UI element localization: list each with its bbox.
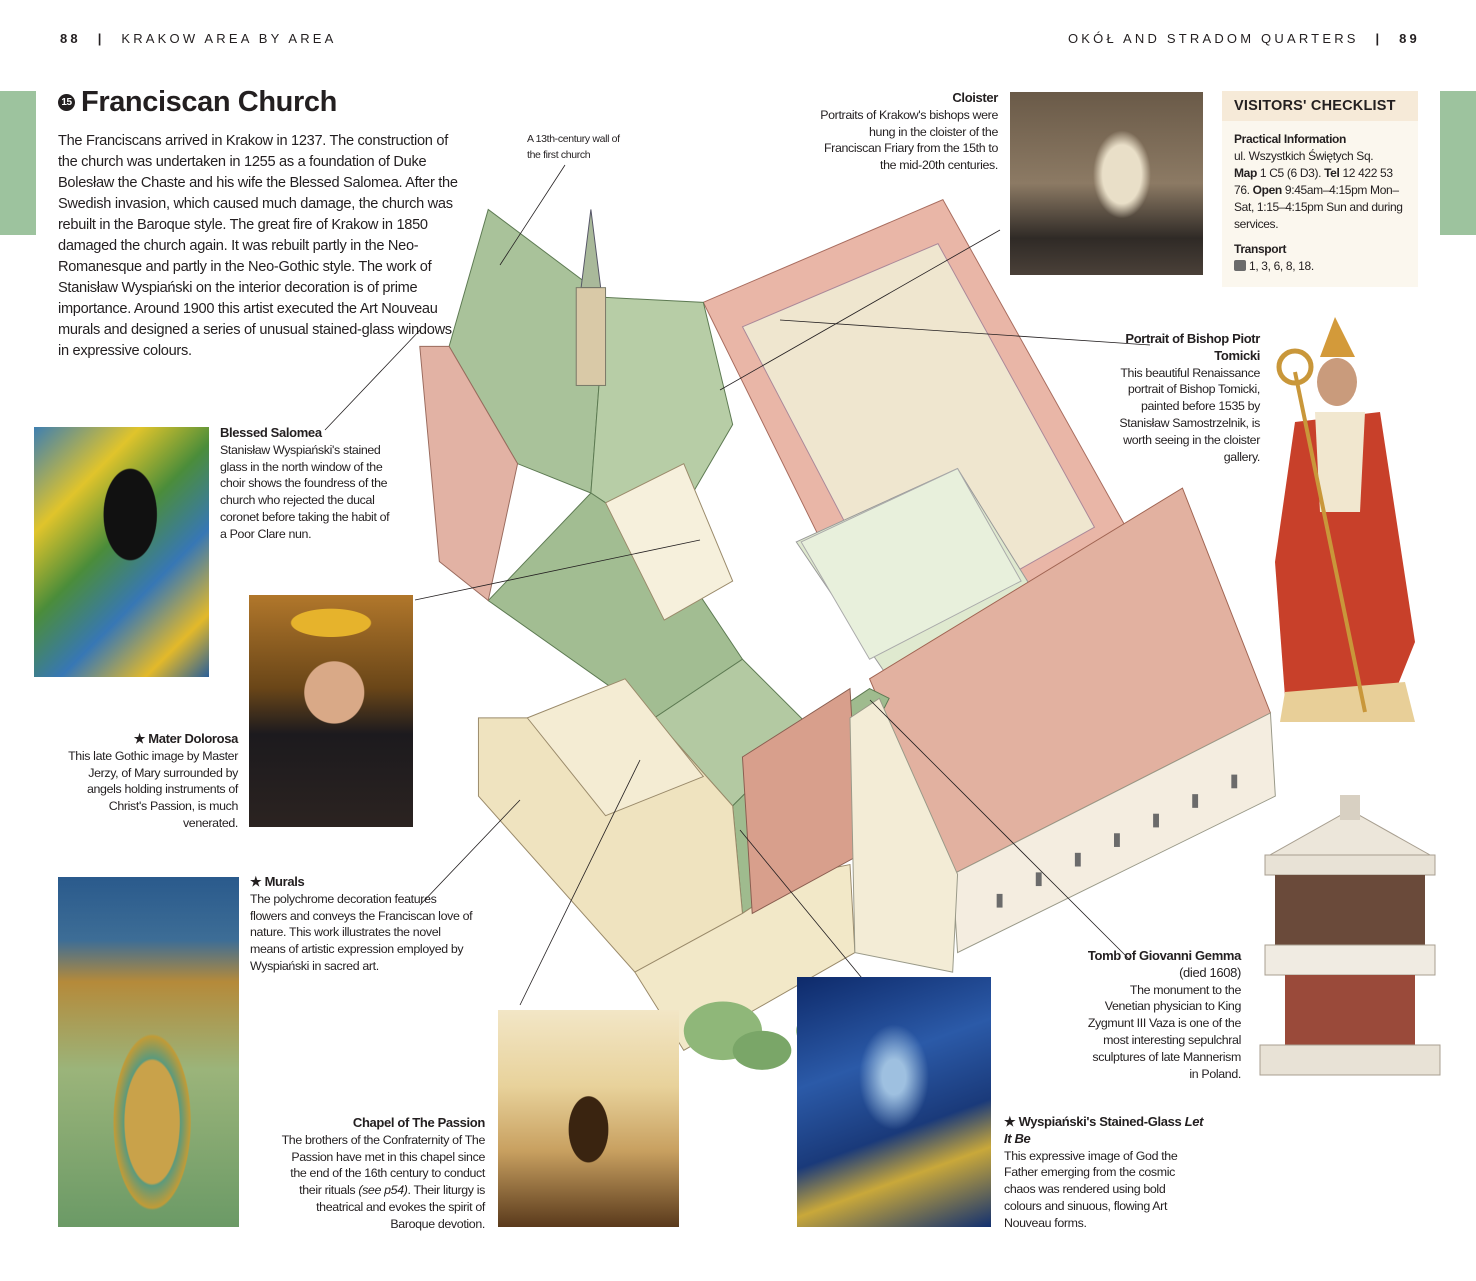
thumb-tab-left	[0, 91, 36, 235]
divider: |	[1375, 31, 1383, 46]
tel-label: Tel	[1324, 166, 1340, 180]
callout-title: ★ Mater Dolorosa	[133, 731, 239, 746]
running-head-right: OKÓŁ AND STRADOM QUARTERS | 89	[1068, 31, 1420, 46]
callout-title: Cloister	[952, 90, 998, 105]
callout-text: Stanisław Wyspiański's stained glass in …	[220, 442, 390, 541]
address: ul. Wszystkich Świętych Sq.	[1234, 149, 1374, 163]
title-text: Franciscan Church	[81, 86, 337, 118]
callout-text: The monument to the Venetian physician t…	[1087, 982, 1242, 1081]
callout-title: ★ Murals	[250, 874, 305, 889]
open-label: Open	[1252, 183, 1283, 197]
thumb-tab-right	[1440, 91, 1476, 235]
page-number-right: 89	[1399, 31, 1420, 46]
callout-title: Chapel of The Passion	[352, 1115, 485, 1130]
section-title-right: OKÓŁ AND STRADOM QUARTERS	[1067, 31, 1359, 46]
opening-hours: 9:45am–4:15pm Mon–Sat, 1:15–4:15pm Sun a…	[1234, 183, 1403, 231]
section-title-left: KRAKOW AREA BY AREA	[121, 31, 337, 46]
page-number-left: 88	[60, 31, 81, 46]
photo-mater-dolorosa	[249, 595, 413, 827]
callout-tomb-gemma: Tomb of Giovanni Gemma (died 1608) The m…	[1085, 948, 1242, 1082]
callout-cloister: Cloister Portraits of Krakow's bishops w…	[810, 90, 998, 174]
visitors-checklist: VISITORS' CHECKLIST Practical Informatio…	[1222, 91, 1418, 287]
practical-info-label: Practical Information	[1234, 132, 1347, 146]
callout-text: Portraits of Krakow's bishops were hung …	[820, 107, 998, 173]
photo-tomb-of-giovanni-gemma	[1259, 795, 1441, 1076]
callout-text: The polychrome decoration features flowe…	[250, 891, 473, 973]
map-value: 1 C5 (6 D3).	[1256, 166, 1325, 180]
callout-stained-glass: ★ Wyspiański's Stained-Glass Let It Be T…	[1004, 1114, 1204, 1232]
callout-text: . Their liturgy is theatrical and evokes…	[316, 1183, 485, 1231]
page-title: 15 Franciscan Church	[58, 86, 337, 119]
tram-lines: 1, 3, 6, 8, 18.	[1249, 259, 1314, 273]
map-label: Map	[1234, 166, 1257, 180]
artwork-title: Let It Be	[1004, 1114, 1204, 1146]
callout-blessed-salomea: Blessed Salomea Stanisław Wyspiański's s…	[220, 425, 390, 543]
callout-title: Blessed Salomea	[220, 425, 322, 440]
photo-murals	[58, 877, 239, 1227]
callout-bishop-tomicki: Portrait of Bishop Piotr Tomicki This be…	[1095, 331, 1260, 465]
checklist-heading: VISITORS' CHECKLIST	[1222, 91, 1418, 121]
callout-mater-dolorosa: ★ Mater Dolorosa This late Gothic image …	[58, 731, 238, 832]
callout-murals: ★ Murals The polychrome decoration featu…	[250, 874, 475, 975]
photo-chapel-of-the-passion	[498, 1010, 679, 1227]
photo-blessed-salomea	[34, 427, 209, 677]
callout-title: Portrait of Bishop Piotr Tomicki	[1125, 331, 1260, 363]
callout-chapel-of-the-passion: Chapel of The Passion The brothers of th…	[275, 1115, 486, 1233]
intro-text: The Franciscans arrived in Krakow in 123…	[58, 133, 458, 359]
callout-title: ★ Wyspiański's Stained-Glass	[1004, 1114, 1185, 1129]
photo-cloister	[1010, 92, 1203, 275]
callout-text: This beautiful Renaissance portrait of B…	[1119, 365, 1260, 464]
photo-stained-glass-let-it-be	[797, 977, 991, 1227]
callout-title: Tomb of Giovanni Gemma	[1087, 948, 1241, 963]
portrait-bishop-tomicki	[1275, 317, 1415, 722]
page-reference: (see p54)	[358, 1183, 408, 1198]
entry-number-badge: 15	[58, 94, 75, 111]
tel-value: 12 422 53 76.	[1234, 166, 1393, 197]
callout-wall: A 13th-century wall of the first church	[527, 133, 620, 161]
tram-icon	[1234, 260, 1246, 271]
divider: |	[97, 31, 105, 46]
transport-label: Transport	[1234, 242, 1287, 256]
callout-date: (died 1608)	[1179, 964, 1241, 980]
running-head-left: 88 | KRAKOW AREA BY AREA	[60, 31, 337, 46]
callout-text: This late Gothic image by Master Jerzy, …	[68, 748, 238, 830]
callout-text: The brothers of the Confraternity of The…	[281, 1132, 486, 1198]
callout-text: This expressive image of God the Father …	[1004, 1148, 1178, 1230]
